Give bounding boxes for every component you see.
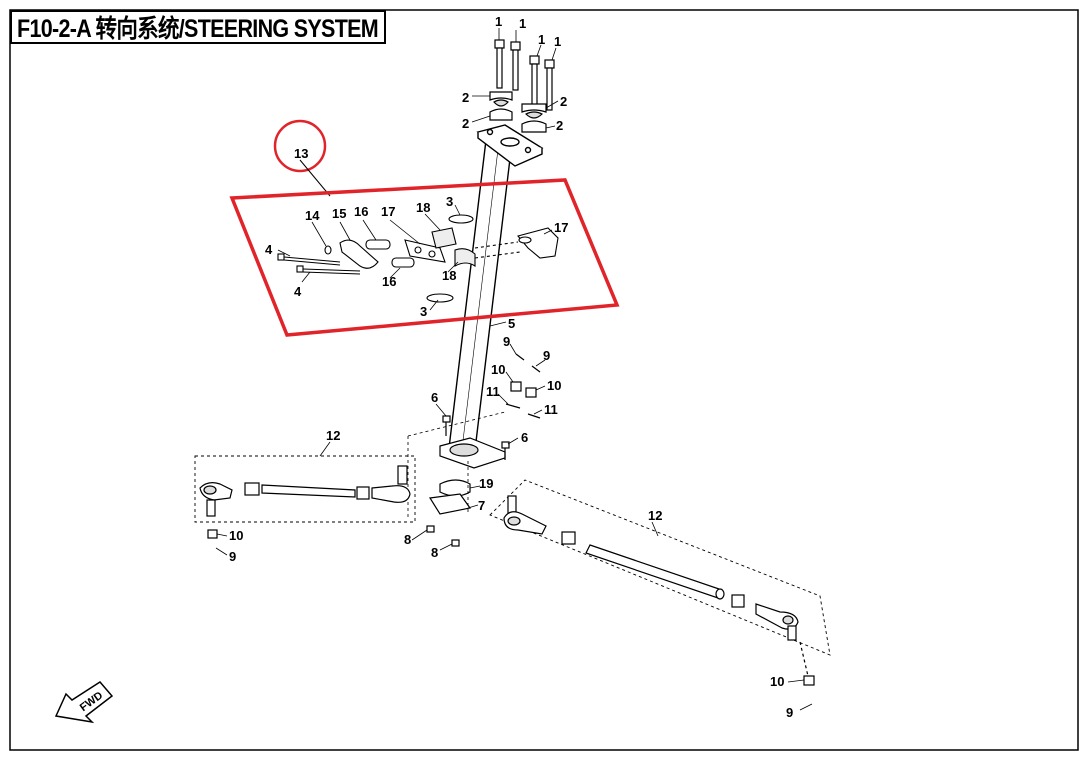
diagram-title: F10-2-A 转向系统/STEERING SYSTEM: [17, 15, 379, 43]
callout-label: 12: [648, 508, 662, 523]
callout-label: 7: [478, 498, 485, 513]
callout-labels: 1 1 1 1 2 2 2 2 3 3 4 4 5 6 6 7 8 8 9 9 …: [229, 14, 793, 720]
callout-label: 9: [503, 334, 510, 349]
callout-label: 6: [521, 430, 528, 445]
callout-label: 1: [519, 16, 526, 31]
callout-label: 11: [544, 402, 558, 417]
callout-13-highlight-circle: [273, 119, 327, 173]
callout-label: 6: [431, 390, 438, 405]
callout-label: 9: [786, 705, 793, 720]
left-tie-rod: [199, 465, 411, 539]
callout-label: 2: [556, 118, 563, 133]
callout-label: 19: [479, 476, 493, 491]
forward-direction-arrow: FWD: [54, 681, 114, 724]
callout-label: 16: [382, 274, 396, 289]
callout-label: 12: [326, 428, 340, 443]
callout-label: 4: [294, 284, 302, 299]
bracket-assembly-parts: [277, 214, 559, 303]
callout-label: 16: [354, 204, 368, 219]
callout-label: 1: [554, 34, 561, 49]
left-tie-rod-dashed-box: [194, 455, 416, 523]
right-tie-rod: [503, 495, 815, 686]
assembly-13-highlight-box: [229, 178, 620, 337]
callout-label: 8: [404, 532, 411, 547]
callout-label: 1: [495, 14, 502, 29]
callout-label: 2: [462, 116, 469, 131]
callout-label: 8: [431, 545, 438, 560]
callout-label: 1: [538, 32, 545, 47]
callout-label: 2: [462, 90, 469, 105]
callout-label: 10: [547, 378, 561, 393]
callout-label: 17: [381, 204, 395, 219]
callout-label: 3: [446, 194, 453, 209]
callout-label: 10: [229, 528, 243, 543]
callout-label: 13: [294, 146, 308, 161]
diagram-title-box: F10-2-A 转向系统/STEERING SYSTEM: [10, 10, 386, 44]
lower-steering-column-parts: [426, 353, 541, 547]
drawing-frame: [9, 9, 1079, 751]
callout-label: 18: [442, 268, 456, 283]
callout-label: 9: [543, 348, 550, 363]
callout-label: 11: [486, 384, 500, 399]
callout-label: 17: [554, 220, 568, 235]
callout-label: 14: [305, 208, 320, 223]
callout-label: 18: [416, 200, 430, 215]
callout-label: 2: [560, 94, 567, 109]
handlebar-mount-plate: [476, 124, 544, 167]
callout-label: 5: [508, 316, 515, 331]
callout-label: 3: [420, 304, 427, 319]
handlebar-clamps: [489, 91, 547, 133]
mount-bolts: [494, 39, 555, 111]
callout-label: 10: [770, 674, 784, 689]
callout-leader-lines: [215, 28, 813, 711]
callout-label: 4: [265, 242, 273, 257]
callout-label: 15: [332, 206, 346, 221]
right-tie-rod-dashed-box: [489, 479, 831, 656]
assembly-leader-lines: [407, 411, 506, 520]
callout-label: 9: [229, 549, 236, 564]
callout-label: 10: [491, 362, 505, 377]
